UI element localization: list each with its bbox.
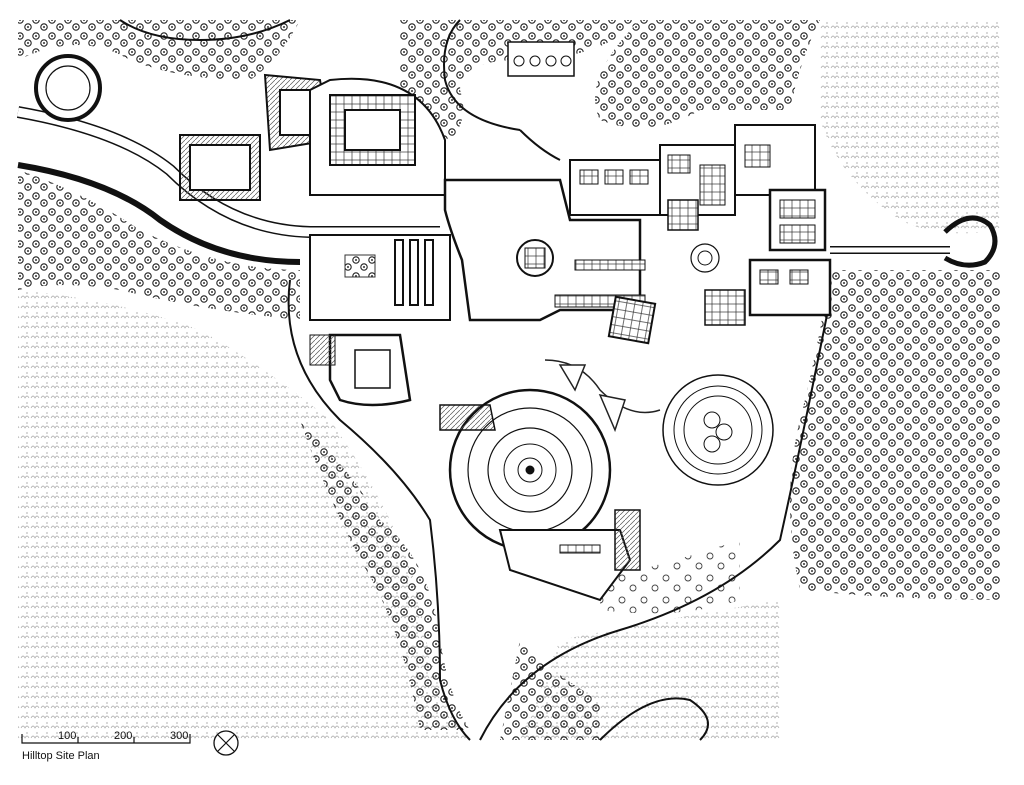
west-tram-loop [34, 54, 102, 122]
museum-buildings [179, 41, 832, 602]
east-tram-loop [943, 215, 998, 268]
north-arrow-icon [213, 730, 239, 756]
scale-tick-200: 200 [114, 730, 133, 742]
map-caption: Hilltop Site Plan [22, 750, 100, 762]
scale-bar [21, 734, 191, 744]
garden-walk [544, 359, 661, 433]
scale-tick-300: 300 [170, 730, 189, 742]
scale-tick-100: 100 [58, 730, 77, 742]
roads [16, 19, 950, 741]
